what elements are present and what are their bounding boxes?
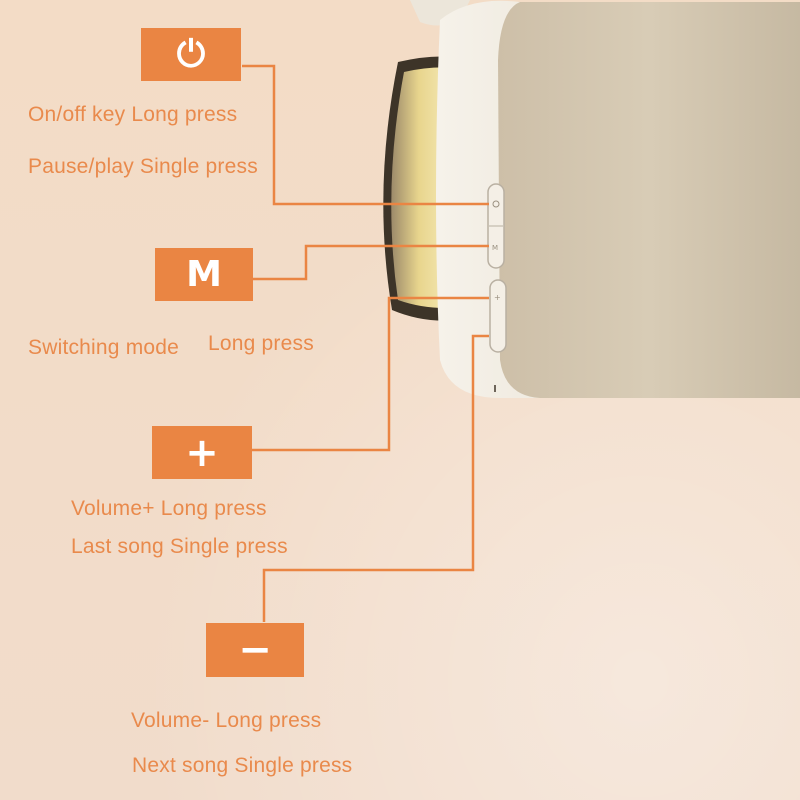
power-key-label-2: Pause/play Single press [28, 155, 258, 178]
leader-line-power [242, 64, 489, 206]
leader-line-volume-up [252, 296, 489, 452]
volume-down-label-2: Next song Single press [132, 754, 353, 777]
mode-key-badge: M [155, 248, 253, 301]
plus-icon: + [185, 429, 219, 476]
leader-line-volume-down [262, 334, 489, 622]
volume-up-label-1: Volume+ Long press [71, 497, 267, 520]
mode-key-label-1: Switching mode [28, 336, 180, 359]
power-key-label-1: On/off key Long press [28, 103, 238, 126]
mode-letter-icon: M [186, 253, 222, 295]
svg-text:M: M [492, 244, 498, 252]
earcup-pad [498, 2, 800, 398]
power-key-badge: ⏻ [141, 28, 241, 81]
volume-up-key-badge: + [152, 426, 252, 479]
svg-text:+: + [494, 293, 501, 302]
volume-down-key-badge: − [206, 623, 304, 677]
minus-icon: − [238, 627, 272, 673]
shell-button-lower [489, 279, 507, 353]
mode-key-label-2: Long press [208, 332, 314, 355]
leader-line-mode [253, 244, 489, 281]
volume-up-label-2: Last song Single press [71, 535, 288, 558]
volume-down-label-1: Volume- Long press [131, 709, 322, 732]
power-icon: ⏻ [176, 33, 206, 75]
